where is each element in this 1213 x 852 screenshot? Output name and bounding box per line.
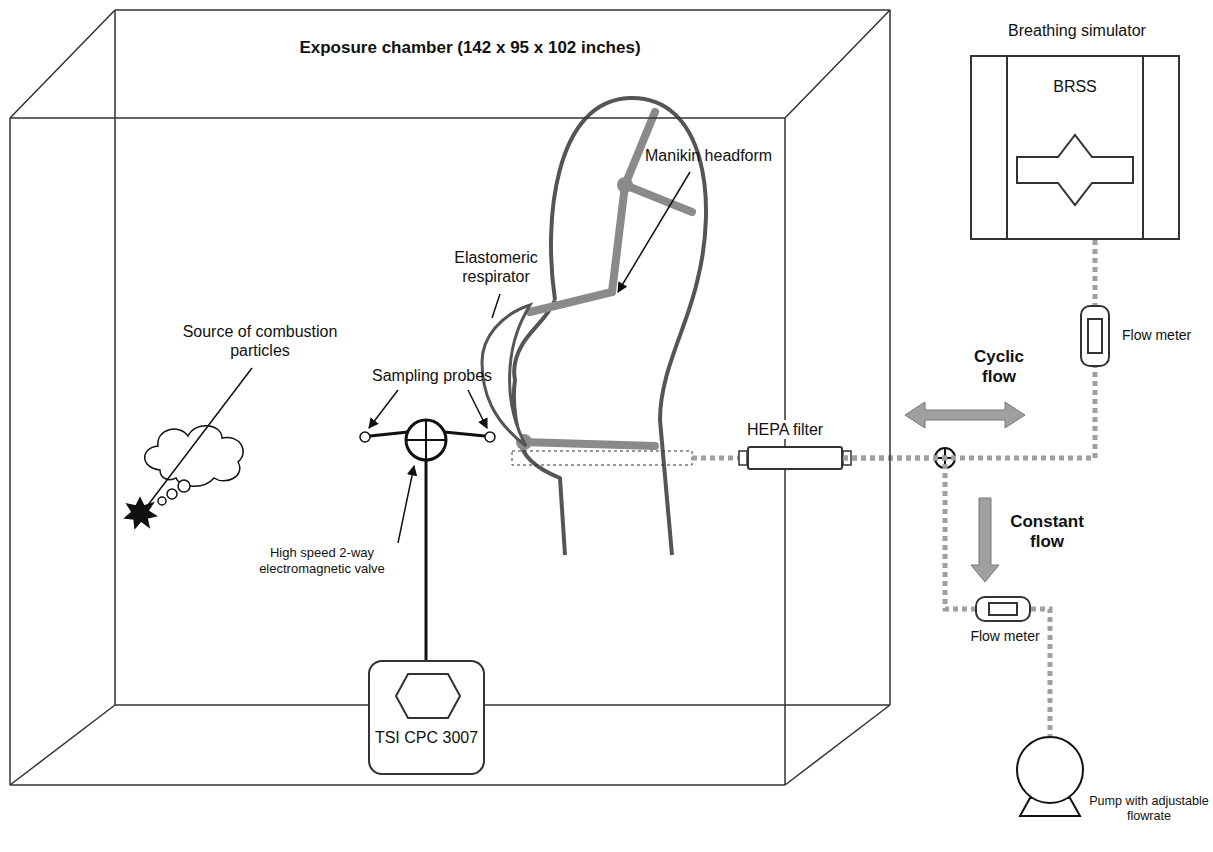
callout-label: Constant flow (1000, 512, 1094, 553)
node-label: TSI CPC 3007 (374, 728, 479, 747)
hepa-filter: HEPA filter (747, 446, 843, 470)
flow-meter-outline (977, 598, 1033, 624)
filter-cap (739, 451, 747, 465)
manikin-head (514, 98, 706, 555)
flow-meter: Flow meter (975, 596, 1031, 622)
flow-meter: Flow meter (1080, 305, 1110, 367)
air-line (1093, 240, 1098, 305)
valve-assembly (360, 420, 495, 660)
cyclic-flow-arrow (905, 402, 1025, 428)
tube-outline (512, 451, 692, 465)
strap-hub (617, 177, 633, 193)
callout-label: Elastomeric respirator (440, 248, 552, 286)
node-label: Exposure chamber (142 x 95 x 102 inches) (150, 38, 790, 58)
breathing-simulator-box: Breathing simulatorBRSS (970, 55, 1180, 240)
node-label: Flow meter (955, 628, 1055, 645)
tube-line (692, 456, 739, 461)
air-line (843, 367, 1095, 458)
combustion-source (125, 426, 243, 528)
node-label: Flow meter (1122, 327, 1191, 344)
air-line (843, 458, 975, 609)
callout-label: Sampling probes (372, 366, 492, 385)
exposure-chamber: Exposure chamber (142 x 95 x 102 inches)… (10, 10, 890, 785)
particle-counter-box: TSI CPC 3007 (368, 660, 485, 775)
callout-label: High speed 2-way electromagnetic valve (232, 545, 412, 576)
node-label: Pump with adjustable flowrate (1088, 794, 1210, 824)
node-label: Breathing simulator (952, 21, 1202, 40)
constant-flow-arrow (971, 498, 999, 582)
callout-label: Manikin headform (645, 146, 772, 165)
flow-meter-outline (1082, 307, 1112, 369)
node-body: BRSS (1012, 77, 1138, 96)
particle-counter-box-outline (370, 662, 487, 777)
callout-label: Cyclic flow (966, 347, 1032, 388)
pump: Pump with adjustable flowrate (1016, 736, 1084, 804)
leader-lines (148, 172, 690, 543)
node-label: HEPA filter (745, 420, 825, 439)
callout-label: Source of combustion particles (160, 322, 360, 360)
